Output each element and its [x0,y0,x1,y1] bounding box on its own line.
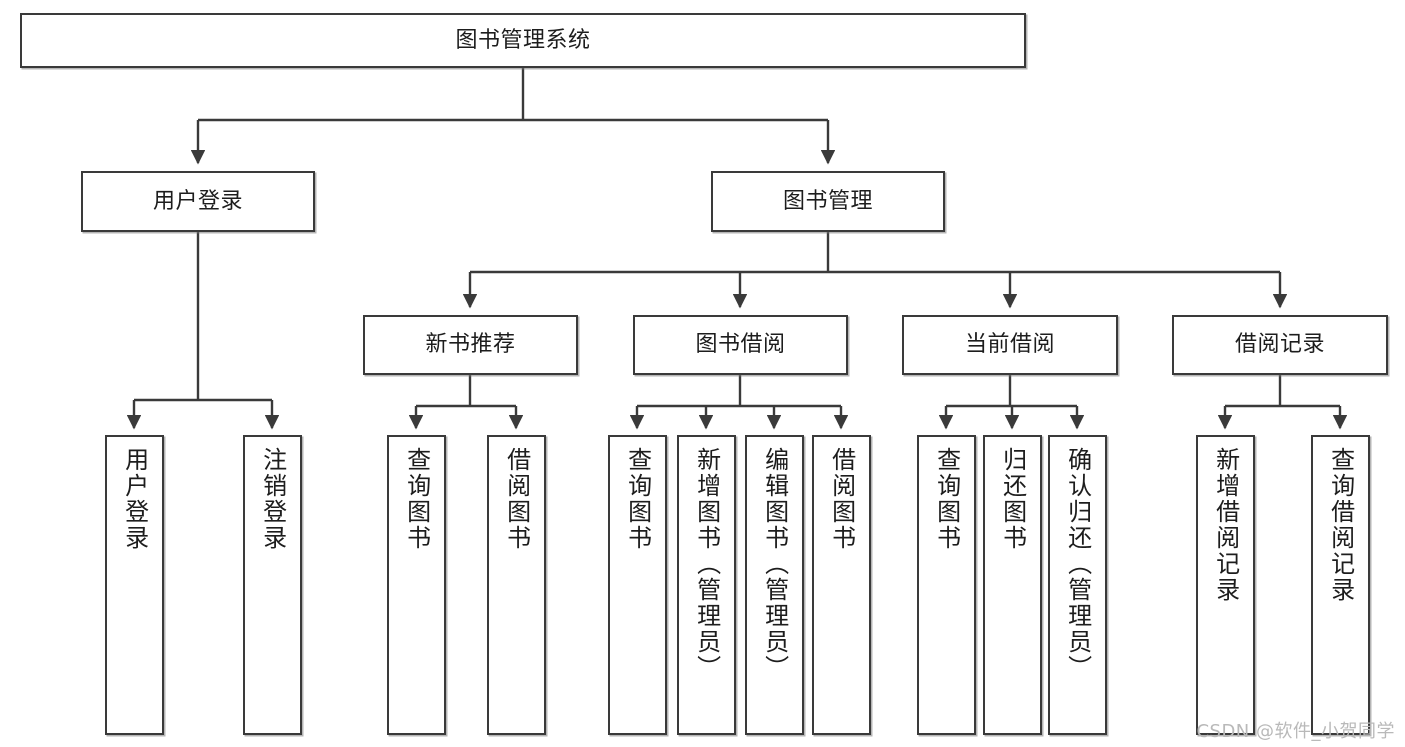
node-label: 用户登录 [120,447,149,551]
node-leaf[interactable]: 编辑图书（管理员） [745,435,804,735]
node-current-borrow[interactable]: 当前借阅 [902,315,1118,375]
node-label: 注销登录 [258,447,287,551]
node-leaf[interactable]: 查询图书 [387,435,446,735]
node-label: 图书借阅 [695,332,786,358]
node-label: 借阅图书 [827,447,856,551]
node-label: 借阅记录 [1234,332,1325,358]
watermark-text: CSDN @软件_小贺同学 [1196,721,1395,742]
node-leaf[interactable]: 借阅图书 [812,435,871,735]
node-label: 查询图书 [932,447,961,551]
node-book-management[interactable]: 图书管理 [711,171,945,232]
node-leaf[interactable]: 用户登录 [105,435,164,735]
node-leaf[interactable]: 查询图书 [608,435,667,735]
node-label: 归还图书 [998,447,1027,551]
node-label: 新增图书（管理员） [692,447,721,681]
node-leaf[interactable]: 归还图书 [983,435,1042,735]
node-leaf[interactable]: 新增图书（管理员） [677,435,736,735]
node-leaf[interactable]: 查询图书 [917,435,976,735]
node-label: 查询图书 [623,447,652,551]
node-new-book-recommend[interactable]: 新书推荐 [363,315,578,375]
node-book-borrow[interactable]: 图书借阅 [633,315,848,375]
node-label: 图书管理 [782,188,873,214]
node-leaf[interactable]: 新增借阅记录 [1196,435,1255,735]
node-leaf[interactable]: 查询借阅记录 [1311,435,1370,735]
node-label: 编辑图书（管理员） [760,447,789,681]
node-label: 图书管理系统 [455,27,591,53]
node-label: 查询图书 [402,447,431,551]
node-label: 当前借阅 [964,332,1055,358]
node-label: 确认归还（管理员） [1063,447,1092,681]
node-root-system[interactable]: 图书管理系统 [20,13,1026,68]
node-leaf[interactable]: 借阅图书 [487,435,546,735]
node-label: 借阅图书 [502,447,531,551]
node-leaf[interactable]: 注销登录 [243,435,302,735]
node-borrow-record[interactable]: 借阅记录 [1172,315,1388,375]
node-label: 查询借阅记录 [1326,447,1355,603]
node-label: 用户登录 [152,188,243,214]
node-label: 新书推荐 [425,332,516,358]
node-label: 新增借阅记录 [1211,447,1240,603]
node-leaf[interactable]: 确认归还（管理员） [1048,435,1107,735]
node-user-login[interactable]: 用户登录 [81,171,315,232]
